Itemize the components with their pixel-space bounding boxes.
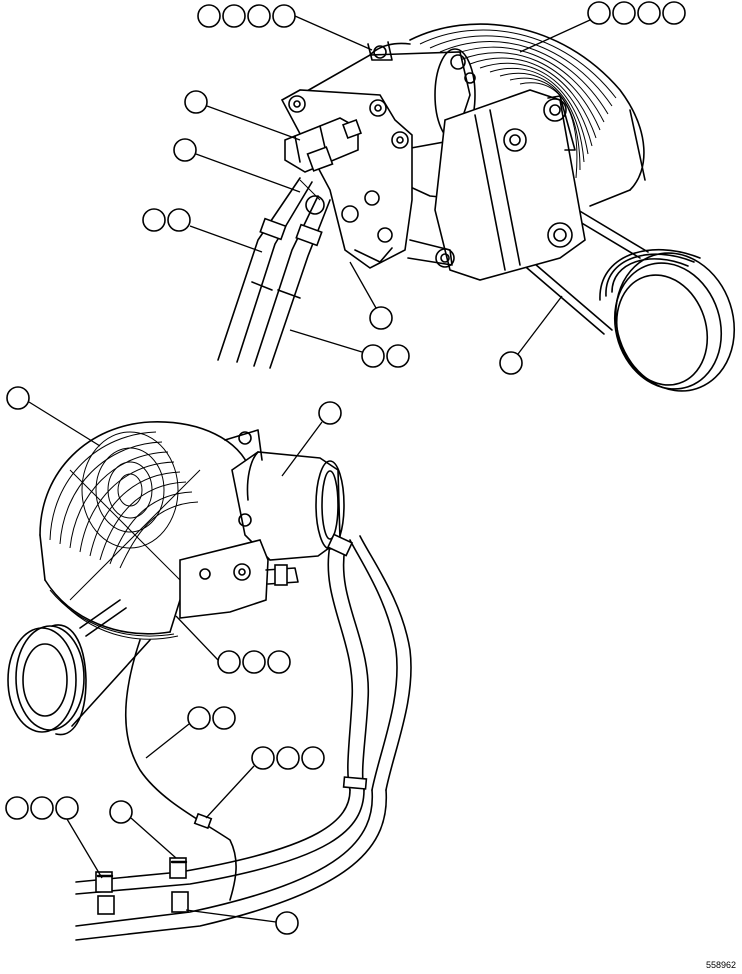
lower-mounting-bracket xyxy=(179,539,299,619)
lower-belt-pulley xyxy=(7,624,87,736)
callout-lower-triple-left xyxy=(5,796,103,879)
callout-upper-pair-left xyxy=(142,208,263,253)
upper-hose-fitting-block xyxy=(284,117,362,173)
upper-compressor-assembly xyxy=(217,23,736,392)
callout-lower-single-fan xyxy=(6,386,101,447)
callout-lower-triple-bracket xyxy=(175,615,291,674)
lower-compressor-assembly xyxy=(7,421,412,941)
callout-upper-single-b xyxy=(173,138,301,193)
lower-drive-belt xyxy=(71,599,151,727)
callout-lower-pair-wire xyxy=(145,706,236,759)
callout-upper-single-a xyxy=(184,90,301,141)
callout-balloons xyxy=(5,1,686,935)
callout-lower-single-bottom xyxy=(185,909,299,935)
callout-upper-pair-bottom xyxy=(289,329,410,368)
upper-mounting-bracket xyxy=(434,89,586,281)
callout-upper-single-belt xyxy=(499,295,563,375)
lower-refrigerant-hoses xyxy=(75,533,412,941)
callout-lower-single-housing xyxy=(281,401,342,477)
figure-reference-code: 558962 xyxy=(705,960,736,970)
callout-top-right-4 xyxy=(519,1,686,53)
callout-top-left-4 xyxy=(197,4,373,51)
upper-ribbed-pulley xyxy=(409,23,646,207)
lower-compressor-housing xyxy=(224,429,345,561)
callout-lower-triple-clip xyxy=(205,746,325,819)
upper-refrigerant-hoses xyxy=(217,177,331,369)
lower-hose-clamps xyxy=(95,857,189,915)
callout-upper-single-c xyxy=(349,261,393,330)
upper-belt-pulley xyxy=(599,248,736,392)
callout-lower-single-clamp xyxy=(109,800,177,859)
